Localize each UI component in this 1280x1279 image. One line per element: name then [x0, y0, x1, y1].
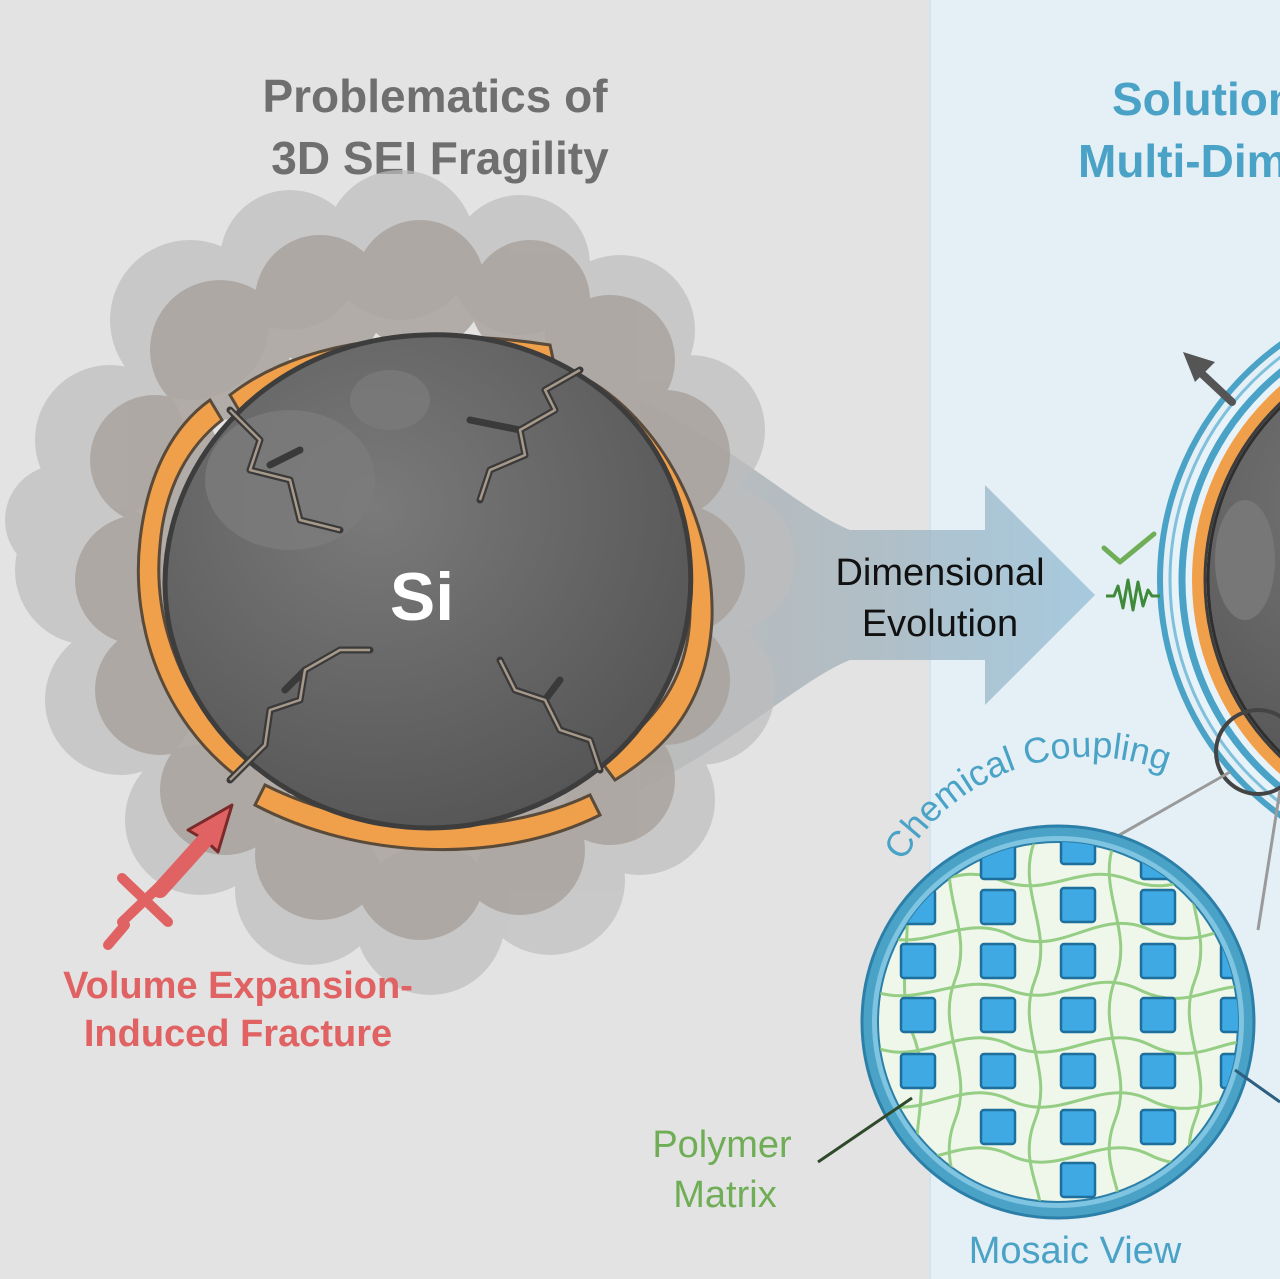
polymer-matrix-pointer: [817, 1096, 913, 1164]
nanodomain-pointer: [1234, 1068, 1280, 1104]
left-title-line2: 3D SEI Fragility: [271, 132, 609, 184]
right-title-line1: Solution: [1112, 73, 1280, 125]
particle-cracks-highlight: [229, 368, 602, 781]
left-title-line1: Problematics of: [262, 70, 608, 122]
fracture-label-line2: Induced Fracture: [84, 1013, 392, 1055]
zoom-region-marker: [1214, 708, 1280, 796]
transition-label-line1: Dimensional: [835, 552, 1044, 594]
failure-x-icon: [117, 873, 173, 927]
right-title-line2: Multi-Dim: [1078, 135, 1280, 187]
polymer-matrix-label-line1: Polymer: [652, 1124, 792, 1166]
silicon-label: Si: [390, 559, 454, 635]
spring-icon: [1106, 578, 1160, 612]
check-icon: [1101, 531, 1157, 565]
polymer-chains: [878, 842, 1238, 1202]
expansion-arrow-icon: [1183, 352, 1236, 406]
mosaic-view-label: Mosaic View: [969, 1230, 1182, 1272]
mosaic-view: [860, 824, 1256, 1220]
polymer-matrix-label-line2: Matrix: [673, 1174, 776, 1216]
transition-label-line2: Evolution: [862, 603, 1018, 645]
zoom-line-right: [1256, 789, 1280, 931]
stable-particle: [1157, 341, 1280, 819]
fracture-label-line1: Volume Expansion-: [63, 965, 413, 1007]
